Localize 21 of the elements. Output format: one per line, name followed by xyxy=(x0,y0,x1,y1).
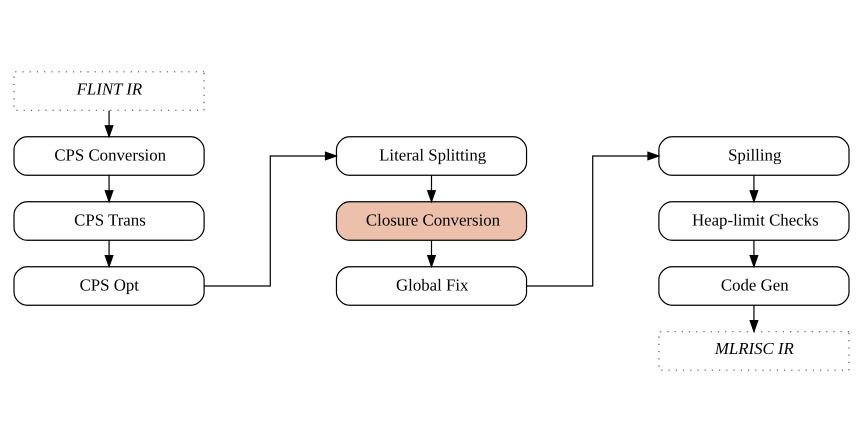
arrow xyxy=(204,151,338,287)
node-box: CPS Opt xyxy=(13,266,205,306)
node-box: MLRISC IR xyxy=(658,331,850,371)
arrow xyxy=(526,151,661,287)
node-box: Heap-limit Checks xyxy=(658,201,850,241)
node-box: Code Gen xyxy=(658,266,850,306)
arrow xyxy=(104,240,114,268)
node-box: FLINT IR xyxy=(13,71,205,111)
node-box: CPS Conversion xyxy=(13,136,205,176)
arrow xyxy=(104,110,114,138)
arrow xyxy=(749,240,759,268)
arrow xyxy=(749,176,759,204)
node-box: CPS Trans xyxy=(13,201,205,241)
node-box: Closure Conversion xyxy=(336,201,528,241)
node-box: Global Fix xyxy=(336,266,528,306)
node-box: Literal Splitting xyxy=(336,136,528,176)
arrow xyxy=(426,176,436,204)
node-box: Spilling xyxy=(658,136,850,176)
arrow xyxy=(749,305,759,334)
arrow xyxy=(104,176,114,204)
arrow xyxy=(426,240,436,268)
